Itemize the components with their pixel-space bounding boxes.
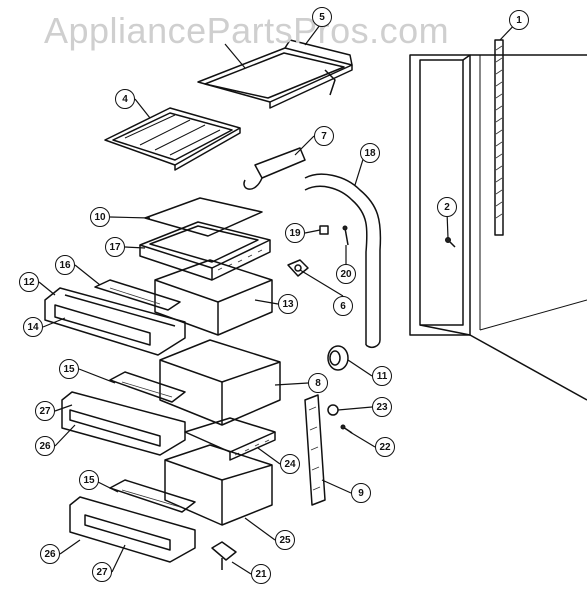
callout-13: 13 [278, 294, 298, 314]
callout-27-middle: 27 [35, 401, 55, 421]
part-1-rail [494, 39, 504, 236]
part-2-screw [445, 237, 456, 248]
callout-25: 25 [275, 530, 295, 550]
leader-lines [38, 19, 520, 575]
part-8-drawer [159, 339, 281, 426]
watermark-text: AppliancePartsPros.com [44, 10, 450, 51]
callout-24: 24 [280, 454, 300, 474]
callout-7: 7 [314, 126, 334, 146]
part-11-roller [327, 345, 349, 371]
part-16-trim [94, 279, 181, 311]
callout-12: 12 [19, 272, 39, 292]
callout-4: 4 [115, 89, 135, 109]
callout-17: 17 [105, 237, 125, 257]
callout-18: 18 [360, 143, 380, 163]
callout-14: 14 [23, 317, 43, 337]
callout-16: 16 [55, 255, 75, 275]
cabinet-liner [409, 54, 587, 401]
part-17-cover-frame [139, 221, 271, 281]
callout-21: 21 [251, 564, 271, 584]
callout-10: 10 [90, 207, 110, 227]
part-7-trim [243, 147, 306, 190]
callout-1: 1 [509, 10, 529, 30]
part-26-drawer-front-lower [69, 496, 196, 563]
part-24-cover [184, 417, 276, 461]
callout-26-middle: 26 [35, 436, 55, 456]
part-15-trim-lower [109, 479, 196, 513]
part-15-trim-middle [109, 371, 186, 403]
part-18-tube [304, 173, 382, 348]
callout-6: 6 [333, 296, 353, 316]
callout-19: 19 [285, 223, 305, 243]
callout-27-lower: 27 [92, 562, 112, 582]
callout-26-lower: 26 [40, 544, 60, 564]
callout-22: 22 [375, 437, 395, 457]
part-5-shelf-frame [197, 39, 353, 109]
callout-20: 20 [336, 264, 356, 284]
part-20-screw [342, 225, 349, 246]
part-21-clip [211, 541, 237, 570]
callout-15-middle: 15 [59, 359, 79, 379]
part-23-cap [327, 404, 339, 416]
callout-11: 11 [372, 366, 392, 386]
callout-9: 9 [351, 483, 371, 503]
callout-5: 5 [312, 7, 332, 27]
callout-8: 8 [308, 373, 328, 393]
part-12-drawer-front [44, 287, 186, 356]
part-25-drawer [164, 444, 273, 526]
part-10-panel [144, 197, 263, 237]
part-4-glass-shelf [104, 107, 241, 171]
callout-15-lower: 15 [79, 470, 99, 490]
part-26-drawer-front-middle [61, 391, 186, 456]
part-19-clip [319, 225, 329, 235]
callout-23: 23 [372, 397, 392, 417]
part-9-rail [304, 394, 326, 506]
callout-2: 2 [437, 197, 457, 217]
part-13-drawer [154, 259, 273, 336]
part-6-bracket [287, 259, 309, 277]
